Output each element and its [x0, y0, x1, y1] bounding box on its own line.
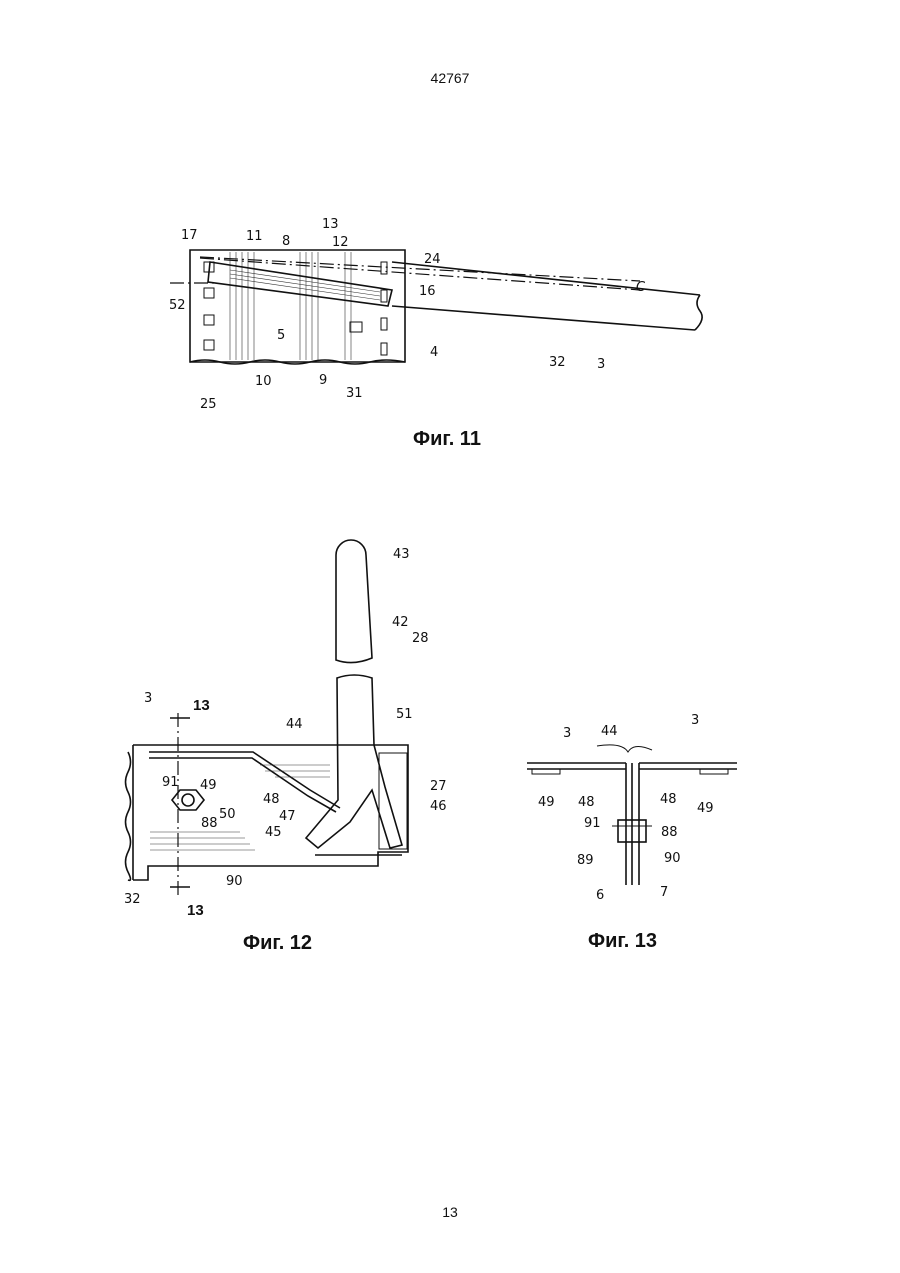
beam-break — [695, 295, 702, 330]
label-31: 31 — [346, 386, 363, 401]
label-88: 88 — [661, 825, 678, 840]
label-89: 89 — [577, 853, 594, 868]
slot — [381, 262, 387, 274]
label-48: 48 — [263, 792, 280, 807]
label-47: 47 — [279, 809, 296, 824]
label-51: 51 — [396, 707, 413, 722]
label-48-right: 48 — [660, 792, 677, 807]
label-88: 88 — [201, 816, 218, 831]
label-45: 45 — [265, 825, 282, 840]
figure-12: 43 42 28 3 13 51 44 27 91 49 88 50 48 47… — [124, 540, 447, 919]
label-90: 90 — [226, 874, 243, 889]
label-section-13-bottom: 13 — [187, 902, 204, 919]
label-angle-c: C — [636, 280, 646, 295]
label-32: 32 — [124, 892, 141, 907]
label-7: 7 — [660, 885, 668, 900]
slot — [381, 343, 387, 355]
label-3: 3 — [144, 691, 152, 706]
centerline-upper — [200, 257, 640, 281]
label-17: 17 — [181, 228, 198, 243]
brace-44 — [597, 745, 652, 752]
label-12: 12 — [332, 235, 349, 250]
label-44: 44 — [286, 717, 303, 732]
figure-13: 3 44 3 49 48 48 49 91 88 89 90 6 7 — [527, 713, 737, 903]
label-42: 42 — [392, 615, 409, 630]
break-line — [126, 752, 131, 880]
label-8: 8 — [282, 234, 290, 249]
label-49-right: 49 — [697, 801, 714, 816]
label-32: 32 — [549, 355, 566, 370]
label-50: 50 — [219, 807, 236, 822]
label-44: 44 — [601, 724, 618, 739]
label-5: 5 — [277, 328, 285, 343]
label-49: 49 — [200, 778, 217, 793]
slot — [381, 290, 387, 302]
label-3: 3 — [597, 357, 605, 372]
label-9: 9 — [319, 373, 327, 388]
label-28: 28 — [412, 631, 429, 646]
slot — [381, 318, 387, 330]
label-91: 91 — [162, 775, 179, 790]
label-13: 13 — [322, 217, 339, 232]
label-48-left: 48 — [578, 795, 595, 810]
label-27: 27 — [430, 779, 447, 794]
label-3-right: 3 — [691, 713, 699, 728]
figure-13-caption: Фиг. 13 — [588, 930, 657, 953]
hole — [204, 288, 214, 298]
label-11: 11 — [246, 229, 263, 244]
bolt-91 — [182, 794, 194, 806]
figure-11: 17 11 8 13 12 24 52 16 5 4 10 9 31 25 32… — [169, 217, 702, 412]
page-number: 13 — [0, 1204, 900, 1220]
label-3-left: 3 — [563, 726, 571, 741]
part-31 — [350, 322, 362, 332]
label-24: 24 — [424, 252, 441, 267]
label-25: 25 — [200, 397, 217, 412]
figure-11-caption: Фиг. 11 — [413, 428, 481, 451]
label-91: 91 — [584, 816, 601, 831]
handle-lower — [306, 675, 402, 848]
label-43: 43 — [393, 547, 410, 562]
label-90: 90 — [664, 851, 681, 866]
nut-88 — [172, 790, 204, 810]
label-section-13-top: 13 — [193, 697, 210, 714]
label-46: 46 — [430, 799, 447, 814]
hole — [204, 315, 214, 325]
handle-42 — [336, 540, 372, 663]
label-16: 16 — [419, 284, 436, 299]
bracket-27 — [379, 753, 407, 849]
hole — [204, 340, 214, 350]
label-4: 4 — [430, 345, 438, 360]
label-49-left: 49 — [538, 795, 555, 810]
label-10: 10 — [255, 374, 272, 389]
label-6: 6 — [596, 888, 604, 903]
label-52: 52 — [169, 298, 186, 313]
figure-12-caption: Фиг. 12 — [243, 932, 312, 955]
beam-bottom-edge — [392, 306, 695, 330]
